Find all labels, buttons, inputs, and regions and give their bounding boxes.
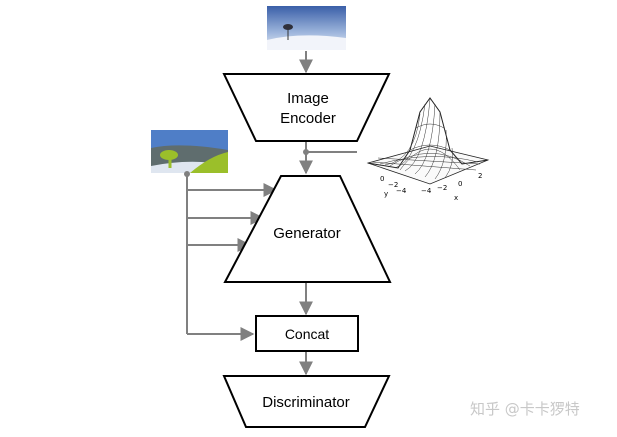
y-axis-label: y: [384, 190, 388, 198]
segmentation-map-icon: [151, 130, 228, 173]
generator-block: [223, 175, 392, 283]
concat-label: Concat: [285, 326, 329, 342]
photo-thumbnail-icon: [267, 6, 346, 50]
x-axis-label: x: [454, 194, 458, 202]
x-tick-3: 2: [478, 172, 482, 180]
concat-block: [255, 315, 359, 352]
segmap-source-point: [184, 171, 190, 177]
y-tick-2: −4: [396, 187, 407, 195]
image-encoder-block: [222, 73, 391, 142]
gaussian-surface-icon: 0 −2 −4 y −4 −2 0 2 x: [366, 97, 490, 202]
image-encoder-label-line2: Encoder: [280, 110, 336, 127]
image-encoder-label-line1: Image: [287, 90, 329, 107]
merge-point: [303, 149, 309, 155]
discriminator-label: Discriminator: [262, 394, 350, 411]
x-tick-1: −2: [437, 184, 447, 192]
watermark-text: 知乎 @卡卡猡特: [470, 400, 580, 418]
y-tick-1: −2: [388, 181, 398, 189]
discriminator-block: [222, 375, 391, 428]
x-tick-2: 0: [458, 180, 462, 188]
y-tick-0: 0: [380, 175, 384, 183]
x-tick-0: −4: [421, 187, 432, 195]
generator-label: Generator: [273, 225, 341, 242]
